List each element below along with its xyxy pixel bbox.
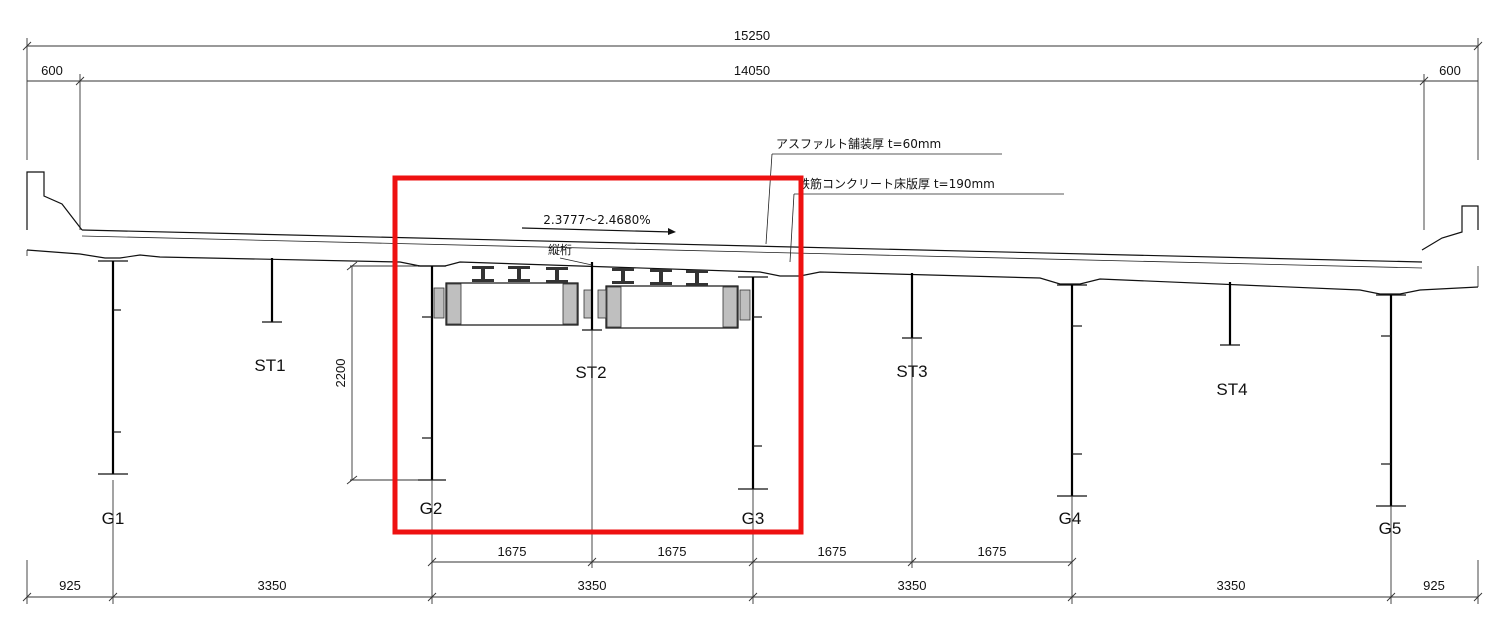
stringer-st4: ST4 xyxy=(1216,282,1248,399)
highlight-frame xyxy=(392,175,804,535)
roadway-width-label: 14050 xyxy=(734,63,770,78)
half-spacing-label-3: 1675 xyxy=(818,544,847,559)
right-edge-width-label: 600 xyxy=(1439,63,1461,78)
girder-g2: G2 xyxy=(418,265,446,518)
pavement-thickness-label: アスファルト舗装厚 t=60mm xyxy=(776,137,941,151)
bottom-dim-label-4: 3350 xyxy=(898,578,927,593)
bottom-dim-label-1: 925 xyxy=(59,578,81,593)
bottom-dimension: 925 3350 3350 3350 3350 925 xyxy=(22,480,1483,604)
girder-height-dimension: 2200 xyxy=(333,261,418,485)
stringer-callout: 縦桁 xyxy=(548,243,572,257)
bottom-dim-label-2: 3350 xyxy=(258,578,287,593)
girder-height-label: 2200 xyxy=(333,359,348,388)
deck-slab-callout: 鉄筋コンクリート床版厚 t=190mm xyxy=(789,176,1064,263)
cross-slope-label: 2.3777～2.4680% xyxy=(543,213,650,227)
overall-width-dimension: 15250 xyxy=(22,28,1483,160)
stringer-st1: ST1 xyxy=(254,258,286,375)
girder-label-g2: G2 xyxy=(420,499,443,518)
left-edge-width-label: 600 xyxy=(41,63,63,78)
deck-slab xyxy=(26,171,1479,295)
overall-width-label: 15250 xyxy=(734,28,770,43)
roadway-width-dimension: 600 14050 600 xyxy=(27,63,1478,230)
stringer-box-left xyxy=(445,282,579,326)
cross-slope-annotation: 2.3777～2.4680% xyxy=(521,213,676,235)
bottom-dim-label-5: 3350 xyxy=(1217,578,1246,593)
half-spacing-dimension: 1675 1675 1675 1675 xyxy=(427,330,1077,568)
girder-label-g5: G5 xyxy=(1379,519,1402,538)
half-spacing-label-4: 1675 xyxy=(978,544,1007,559)
stringer-label-st2: ST2 xyxy=(575,363,606,382)
bottom-dim-label-3: 3350 xyxy=(578,578,607,593)
stringer-label-st1: ST1 xyxy=(254,356,285,375)
slope-arrowhead xyxy=(668,228,676,235)
girder-g5: G5 xyxy=(1376,294,1406,538)
st2-replacement-detail: ST2 縦桁 xyxy=(433,243,751,382)
half-spacing-label-2: 1675 xyxy=(658,544,687,559)
stringer-label-st4: ST4 xyxy=(1216,380,1247,399)
girder-label-g4: G4 xyxy=(1059,509,1082,528)
bottom-dim-label-6: 925 xyxy=(1423,578,1445,593)
pavement-callout: アスファルト舗装厚 t=60mm xyxy=(765,137,1002,245)
girder-g4: G4 xyxy=(1057,284,1087,528)
stringer-box-right xyxy=(605,285,739,329)
deck-slab-thickness-label: 鉄筋コンクリート床版厚 t=190mm xyxy=(798,176,995,191)
half-spacing-label-1: 1675 xyxy=(498,544,527,559)
